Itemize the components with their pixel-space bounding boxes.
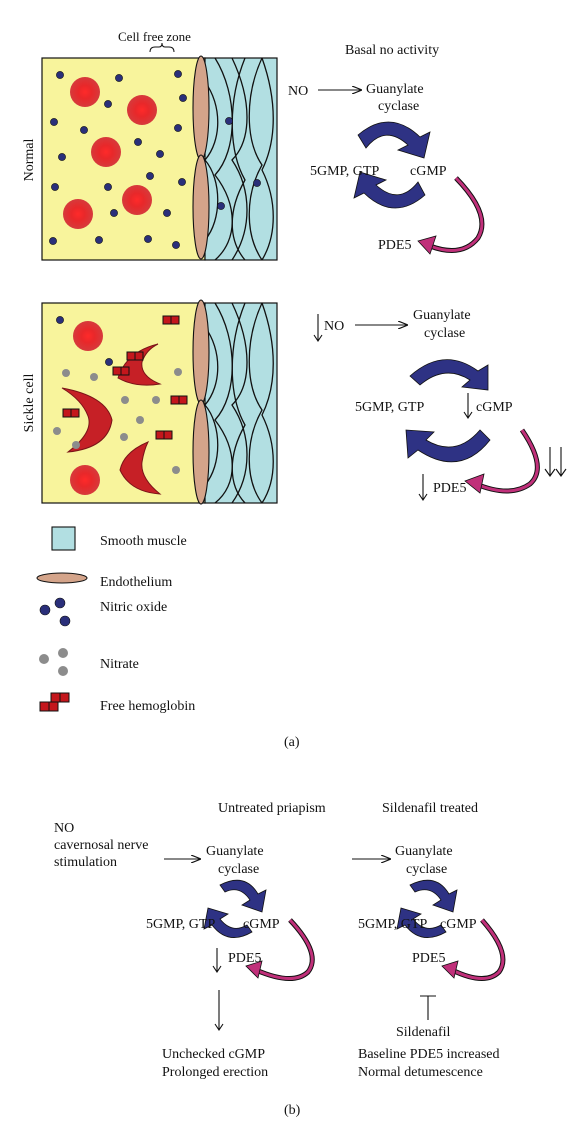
normal-pathway: Basal no activity NO Guanylate cyclase 5… xyxy=(288,43,485,255)
normal-plasma xyxy=(41,57,206,261)
sickle-gmp-gtp-label: 5GMP, GTP xyxy=(355,400,424,415)
untreated-cycle-arrow-top xyxy=(219,879,267,913)
sickle-pde5-down-arrow xyxy=(418,474,428,501)
legend-nitric-oxide-swatch xyxy=(39,597,71,627)
normal-cycle-arrow-top xyxy=(357,121,431,159)
sickle-cyclase-label: cyclase xyxy=(424,326,465,341)
untreated-result-line2: Prolonged erection xyxy=(162,1065,268,1080)
untreated-gmp-gtp-label: 5GMP, GTP xyxy=(146,917,215,932)
normal-cgmp-label: cGMP xyxy=(410,164,447,179)
legend-endothelium-swatch xyxy=(36,572,88,584)
sickle-pathway: NO Guanylate cyclase 5GMP, GTP cGMP PDE5 xyxy=(313,308,567,501)
untreated-pde5-label: PDE5 xyxy=(228,951,261,966)
cell-free-zone-brace xyxy=(149,42,175,53)
sickle-no-label: NO xyxy=(324,319,344,334)
normal-row-label: Normal xyxy=(22,139,37,182)
normal-gmp-gtp-label: 5GMP, GTP xyxy=(310,164,379,179)
endothelial-cell xyxy=(192,299,210,405)
treated-cgmp-label: cGMP xyxy=(440,917,477,932)
sickle-row-label: Sickle cell xyxy=(22,374,37,433)
untreated-cycle-arrow-bottom xyxy=(203,907,253,938)
treated-result-line1: Baseline PDE5 increased xyxy=(358,1047,500,1062)
untreated-header: Untreated priapism xyxy=(218,801,326,816)
legend-smooth-muscle-swatch xyxy=(51,526,76,551)
sickle-pde5-label: PDE5 xyxy=(433,481,466,496)
free-hemoglobin-particles xyxy=(62,315,188,440)
treated-gmp-gtp-label: 5GMP, GTP xyxy=(358,917,427,932)
treated-cycle-arrow-top xyxy=(409,879,458,913)
sickle-smooth-muscle xyxy=(204,302,278,504)
basal-header: Basal no activity xyxy=(345,43,439,58)
sickle-muscle-fibers xyxy=(204,302,274,504)
cell-free-zone-label: Cell free zone xyxy=(118,29,191,44)
legend-nitrate-swatch xyxy=(39,648,68,676)
untreated-no-line1: NO xyxy=(54,821,74,836)
legend-free-hemoglobin-swatch xyxy=(39,692,70,712)
sickle-cycle-arrow-top xyxy=(409,359,489,391)
nitric-oxide-particles xyxy=(56,316,113,366)
legend-nitric-oxide-label: Nitric oxide xyxy=(100,600,167,615)
sickle-cycle-arrow-bottom xyxy=(405,429,491,463)
treated-cycle-arrow-bottom xyxy=(396,907,447,938)
endothelial-cell xyxy=(192,55,210,161)
legend-free-hemoglobin-label: Free hemoglobin xyxy=(100,699,195,714)
normal-vessel: Cell free zone Normal xyxy=(22,29,278,261)
sildenafil-inhibition xyxy=(420,995,436,1020)
treated-pathway: Sildenafil treated Guanylate cyclase 5GM… xyxy=(352,801,506,1080)
untreated-pde5-down-arrow xyxy=(212,948,222,973)
panel-b-caption: (b) xyxy=(284,1103,301,1118)
nitric-oxide-particles xyxy=(49,70,261,249)
panel-a-caption: (a) xyxy=(284,735,300,750)
sickle-no-down-arrow xyxy=(313,314,323,342)
untreated-guanylate-label: Guanylate xyxy=(206,844,264,859)
untreated-cgmp-label: cGMP xyxy=(243,917,280,932)
normal-smooth-muscle xyxy=(204,57,278,261)
untreated-result-line1: Unchecked cGMP xyxy=(162,1047,265,1062)
sickle-cgmp-label: cGMP xyxy=(476,400,513,415)
normal-cycle-arrow-bottom xyxy=(353,171,426,209)
normal-muscle-fibers xyxy=(204,57,274,261)
normal-guanylate-label: Guanylate xyxy=(366,82,424,97)
endothelial-cell xyxy=(192,399,210,505)
treated-inhibitor-label: Sildenafil xyxy=(396,1025,451,1040)
treated-header: Sildenafil treated xyxy=(382,801,478,816)
normal-pde5-label: PDE5 xyxy=(378,238,411,253)
legend-endothelium-label: Endothelium xyxy=(100,575,172,590)
sickle-cgmp-down-arrow xyxy=(463,393,473,419)
normal-cyclase-label: cyclase xyxy=(378,99,419,114)
red-blood-cells xyxy=(63,77,157,229)
treated-guanylate-label: Guanylate xyxy=(395,844,453,859)
sickle-vessel: Sickle cell xyxy=(22,299,278,505)
treated-cyclase-label: cyclase xyxy=(406,862,447,877)
legend-nitrate-label: Nitrate xyxy=(100,657,139,672)
sickle-cells xyxy=(61,343,162,495)
endothelial-cell xyxy=(192,154,210,260)
untreated-no-line2: cavernosal nerve xyxy=(54,838,148,853)
treated-result-line2: Normal detumescence xyxy=(358,1065,483,1080)
normal-no-label: NO xyxy=(288,84,308,99)
untreated-no-line3: stimulation xyxy=(54,855,117,870)
untreated-pathway: Untreated priapism NO cavernosal nerve s… xyxy=(54,801,326,1080)
untreated-cyclase-label: cyclase xyxy=(218,862,259,877)
untreated-outcome-arrow xyxy=(214,990,224,1031)
sickle-guanylate-label: Guanylate xyxy=(413,308,471,323)
normal-pde5-arrow xyxy=(429,176,485,253)
double-down-arrow xyxy=(544,447,567,477)
red-blood-cells xyxy=(70,321,103,495)
legend: Smooth muscle Endothelium Nitric oxide N… xyxy=(36,526,195,714)
nitrate-particles xyxy=(53,368,182,474)
legend-smooth-muscle-label: Smooth muscle xyxy=(100,534,187,549)
treated-pde5-label: PDE5 xyxy=(412,951,445,966)
